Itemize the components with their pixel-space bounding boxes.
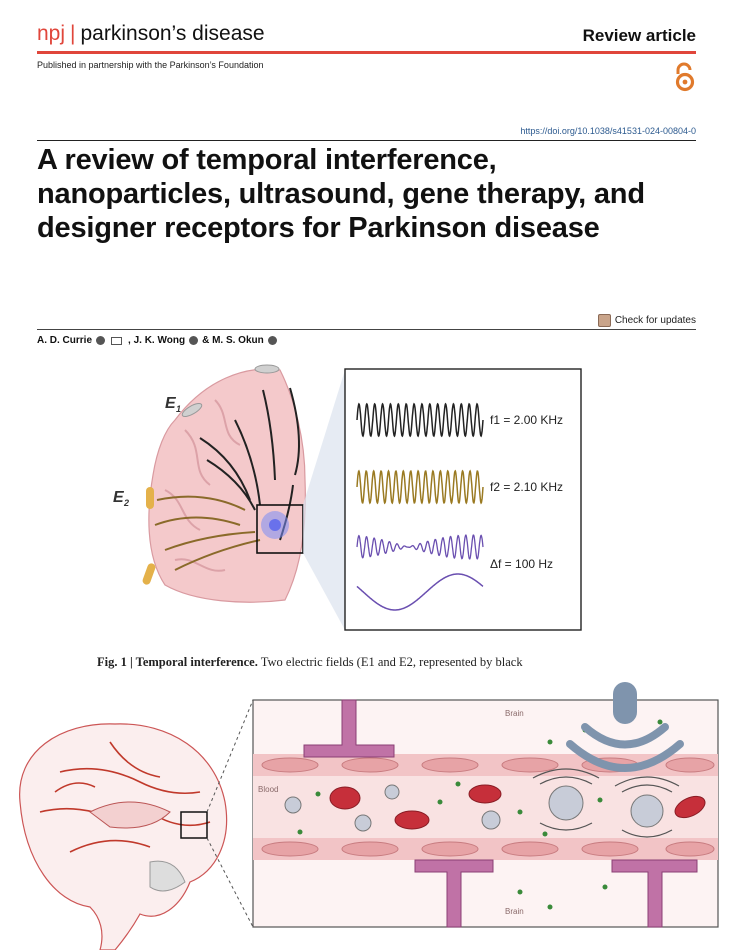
journal-name[interactable]: npj|parkinson’s disease: [37, 22, 265, 46]
zoom-box: [180, 811, 208, 839]
figure-nanoparticles-ultrasound: Brain Blood Brain: [19, 682, 719, 950]
svg-text:2: 2: [123, 498, 129, 508]
journal-separator: |: [70, 22, 76, 45]
email-icon[interactable]: [111, 336, 123, 345]
figure-caption: Fig. 1 | Temporal interference. Two elec…: [97, 655, 627, 670]
journal-prefix: npj: [37, 22, 66, 45]
author-divider: [37, 329, 696, 330]
electrode-e2-top: [146, 487, 154, 509]
journal-title: parkinson’s disease: [80, 22, 265, 45]
electrode-e2-label: E: [113, 489, 125, 506]
author-1[interactable]: A. D. Currie: [37, 335, 93, 346]
orcid-icon[interactable]: [96, 336, 106, 345]
brain-sagittal: [19, 723, 228, 950]
article-type: Review article: [582, 26, 696, 45]
author-2[interactable]: , J. K. Wong: [128, 335, 186, 346]
ultrasound-icon: [566, 723, 684, 772]
author-list: A. D. Currie , J. K. Wong & M. S. Okun: [37, 335, 279, 346]
caption-text: Two electric fields (E1 and E2, represen…: [257, 655, 523, 669]
waveform-f1: [356, 402, 484, 438]
label-brain-top: Brain: [505, 709, 524, 718]
open-access-icon: [675, 62, 695, 92]
label-blood: Blood: [258, 785, 278, 794]
check-updates-label: Check for updates: [614, 315, 696, 326]
signal-label-1: f1 = 2.00 KHz: [490, 413, 563, 427]
electrode-e1-label: E: [165, 395, 177, 412]
article-title: A review of temporal interference, nanop…: [37, 144, 645, 244]
label-brain-bottom: Brain: [505, 907, 524, 916]
title-divider: [37, 140, 696, 141]
doi-link[interactable]: https://doi.org/10.1038/s41531-024-00804…: [520, 126, 696, 136]
partnership-note: Published in partnership with the Parkin…: [37, 60, 264, 70]
waveform-f2: [356, 469, 484, 505]
signal-label-2: f2 = 2.10 KHz: [490, 480, 563, 494]
orcid-icon[interactable]: [189, 336, 199, 345]
caption-continuation: ‌: [97, 673, 602, 681]
transducer-head: [613, 682, 637, 724]
figure-temporal-interference: E 1 E 2 f1 = 2.00 KHz f2 = 2.10 KHz Δf =…: [113, 364, 582, 631]
waveform-sum: [356, 534, 484, 560]
author-3[interactable]: & M. S. Okun: [202, 335, 264, 346]
header-divider: [37, 51, 696, 54]
update-badge-icon: [597, 314, 611, 327]
electrode-e1-side: [181, 403, 203, 417]
caption-label: Fig. 1 | Temporal interference.: [97, 655, 258, 669]
svg-text:1: 1: [176, 404, 181, 414]
signal-label-3: Δf = 100 Hz: [490, 557, 553, 571]
waveform-envelope: [356, 573, 484, 611]
orcid-icon[interactable]: [267, 336, 277, 345]
electrode-e2-bottom: [142, 563, 156, 585]
electrode-e1-top: [254, 364, 280, 374]
check-updates-button[interactable]: Check for updates: [597, 314, 696, 327]
